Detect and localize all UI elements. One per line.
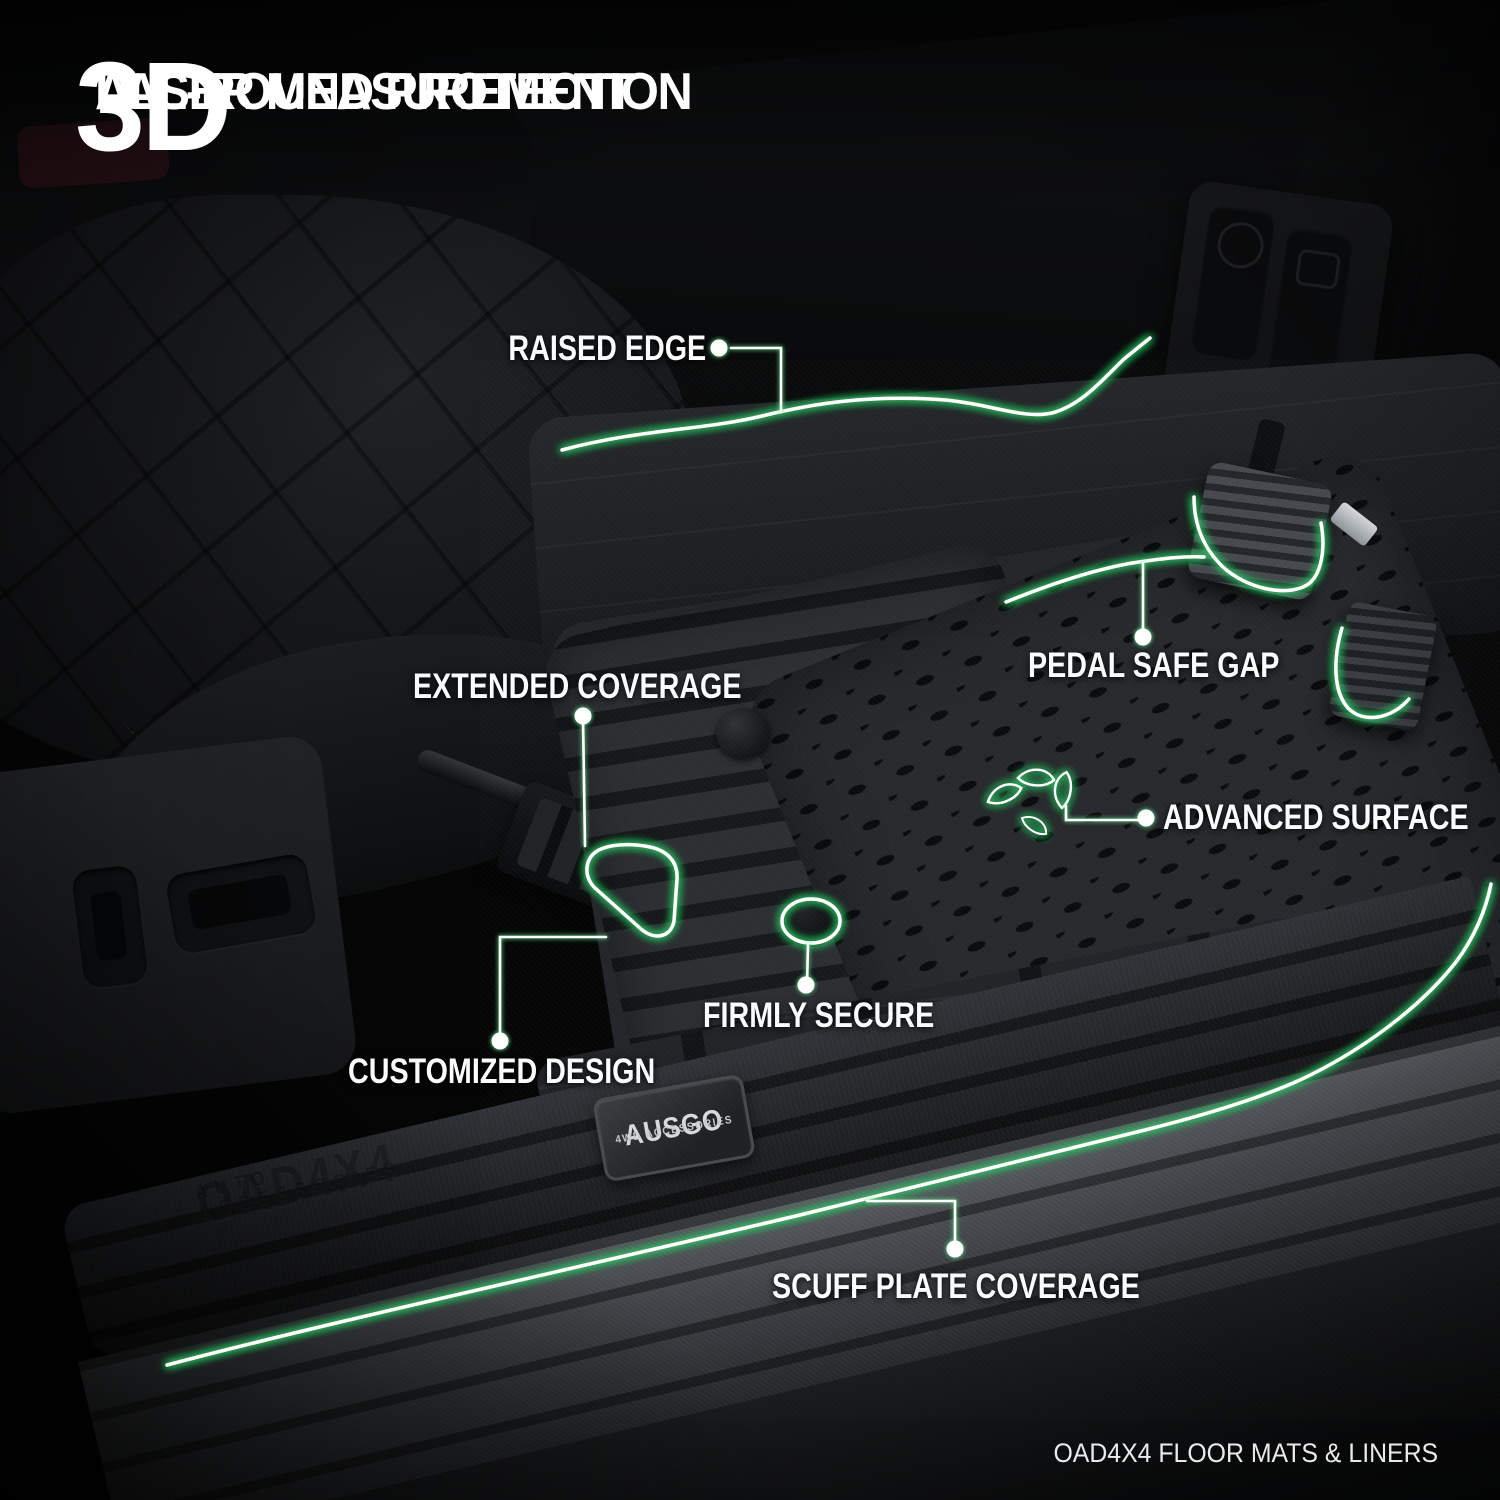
firmly-secure-circle: [780, 897, 842, 945]
leaf-icon: [986, 768, 1073, 836]
callout-pedal-safe-gap: PEDAL SAFE GAP: [1028, 646, 1280, 685]
callout-dot: [1137, 809, 1155, 827]
mat-raised-edge-glow: [560, 336, 1152, 452]
brake-pedal-glow: [1192, 495, 1325, 593]
advanced-surface-leader: [1064, 804, 1142, 822]
callout-dot: [574, 707, 592, 725]
raised-edge-leader: [729, 346, 783, 414]
accelerator-pedal-glow: [1334, 626, 1411, 720]
extended-coverage-leader: [581, 716, 587, 848]
callout-dot: [710, 339, 728, 357]
callout-firmly-secure: FIRMLY SECURE: [703, 996, 935, 1035]
callout-scuff-plate-coverage: SCUFF PLATE COVERAGE: [772, 1267, 1140, 1306]
headline-line1: LASER MEASUREMENT: [95, 63, 635, 121]
seat-rail-glow: [585, 842, 679, 938]
callout-advanced-surface: ADVANCED SURFACE: [1163, 798, 1469, 837]
customized-design-leader: [498, 935, 608, 1042]
callout-raised-edge: RAISED EDGE: [508, 329, 706, 368]
footer-brand-text: OAD4X4 FLOOR MATS & LINERS: [1053, 1438, 1438, 1468]
callout-customized-design: CUSTOMIZED DESIGN: [348, 1052, 656, 1091]
scuff-plate-glow: [165, 882, 1493, 1367]
callout-dot: [491, 1032, 509, 1050]
pedal-gap-glow: [1004, 555, 1206, 604]
callout-dot: [1134, 628, 1152, 646]
headline-line2: ALL-ROUND PROTECTION: [95, 63, 693, 121]
callout-dot: [946, 1240, 964, 1258]
scuff-plate-leader: [865, 1199, 957, 1250]
callout-dot: [797, 976, 815, 994]
headline-3d: 3D: [75, 36, 232, 177]
callout-extended-coverage: EXTENDED COVERAGE: [413, 667, 742, 706]
